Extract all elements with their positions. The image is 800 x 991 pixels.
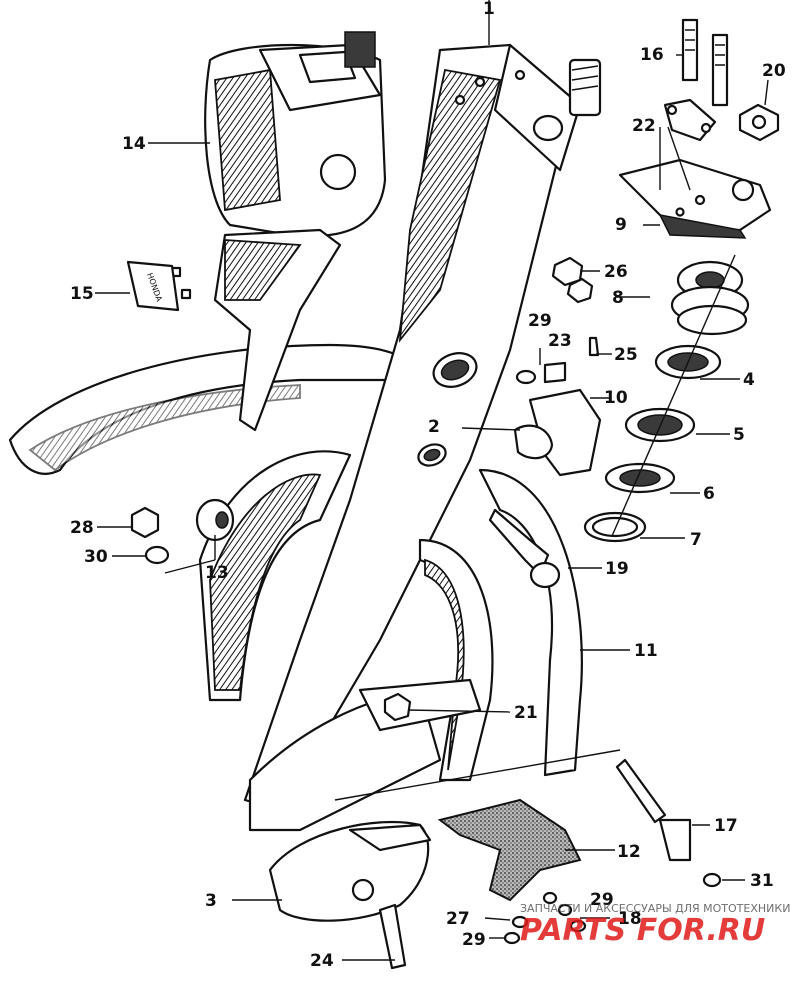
fasteners [130, 256, 722, 970]
label-23: 23 [548, 331, 572, 351]
label-5: 5 [733, 425, 745, 445]
label-25: 25 [614, 345, 638, 365]
label-15: 15 [70, 284, 94, 304]
honda-badge: HONDA [126, 260, 180, 312]
label-9: 9 [615, 215, 627, 235]
label-19: 19 [605, 559, 629, 579]
label-29b: 29 [590, 890, 614, 910]
rear-fender [8, 343, 422, 702]
label-16: 16 [640, 45, 664, 65]
label-1: 1 [483, 0, 495, 19]
watermark-tagline: ЗАПЧАСТИ И АКСЕССУАРЫ ДЛЯ МОТОТЕХНИКИ [520, 902, 790, 915]
label-12: 12 [617, 842, 641, 862]
label-29c: 29 [462, 930, 486, 950]
part-labels: 1 2 3 4 5 6 7 8 9 10 11 12 13 14 15 16 1… [70, 0, 786, 971]
leader-lines [95, 0, 769, 961]
headlamp-housing [204, 31, 387, 432]
label-31: 31 [750, 871, 774, 891]
label-21: 21 [514, 703, 538, 723]
label-11: 11 [634, 641, 658, 661]
clamp-block [513, 388, 602, 477]
label-17: 17 [714, 816, 738, 836]
label-18: 18 [618, 909, 642, 929]
label-24: 24 [310, 951, 334, 971]
label-20: 20 [762, 61, 786, 81]
label-7: 7 [690, 530, 702, 550]
bracket-12 [437, 798, 582, 902]
label-28: 28 [70, 518, 94, 538]
label-4: 4 [743, 370, 755, 390]
label-22: 22 [632, 116, 656, 136]
label-10: 10 [604, 388, 628, 408]
main-frame [243, 43, 602, 812]
label-14: 14 [122, 134, 146, 154]
label-26: 26 [604, 262, 628, 282]
label-8: 8 [612, 288, 624, 308]
watermark: ЗАПЧАСТИ И АКСЕССУАРЫ ДЛЯ МОТОТЕХНИКИ PA… [520, 902, 790, 948]
label-29a: 29 [528, 311, 552, 331]
label-27: 27 [446, 909, 470, 929]
watermark-brand: PARTS FOR.RU [520, 913, 765, 948]
label-2: 2 [428, 417, 440, 437]
label-3: 3 [205, 891, 217, 911]
rear-frame-loop [248, 468, 583, 832]
label-30: 30 [84, 547, 108, 567]
label-13: 13 [205, 563, 229, 583]
top-bracket [618, 18, 780, 239]
label-6: 6 [703, 484, 715, 504]
side-cover [268, 820, 432, 922]
